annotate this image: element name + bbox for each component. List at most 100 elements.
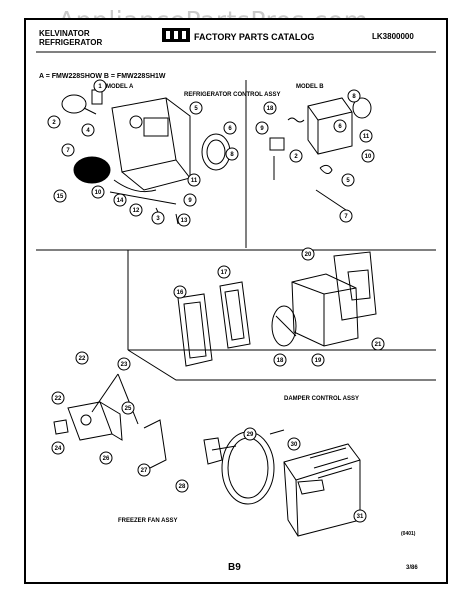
svg-text:26: 26: [103, 456, 110, 462]
callouts: 1 2 3 4 5 6 7 8 9 10 11 12 13 14 15 18 9…: [47, 79, 385, 523]
callout: 1: [93, 79, 107, 93]
callout: 6: [333, 119, 347, 133]
callout: 7: [61, 143, 75, 157]
callout: 11: [359, 129, 373, 143]
callout: 15: [53, 189, 67, 203]
svg-text:31: 31: [357, 514, 364, 520]
callout: 3: [151, 211, 165, 225]
callout: 29: [243, 427, 257, 441]
label-model-a: MODEL A: [106, 84, 134, 90]
callout: 16: [173, 285, 187, 299]
brand-line-2: REFRIGERATOR: [39, 38, 103, 47]
svg-text:27: 27: [141, 468, 148, 474]
model-a-assembly: [61, 89, 231, 225]
page-code: B9: [228, 562, 241, 573]
callout: 24: [51, 441, 65, 455]
label-model-b: MODEL B: [296, 84, 324, 90]
callout: 7: [339, 209, 353, 223]
svg-text:20: 20: [305, 252, 312, 258]
svg-text:8: 8: [230, 152, 234, 158]
svg-text:9: 9: [260, 126, 264, 132]
callout: 25: [121, 401, 135, 415]
svg-text:22: 22: [79, 356, 86, 362]
svg-text:16: 16: [177, 290, 184, 296]
svg-text:14: 14: [117, 198, 124, 204]
svg-text:21: 21: [375, 342, 382, 348]
callout: 18: [273, 353, 287, 367]
callout: 30: [287, 437, 301, 451]
svg-text:29: 29: [247, 432, 254, 438]
callout: 6: [223, 121, 237, 135]
diagram-frame: KELVINATOR REFRIGERATOR FACTORY PARTS CA…: [24, 18, 448, 584]
label-refrigerator-control: REFRIGERATOR CONTROL ASSY: [184, 92, 281, 98]
svg-text:22: 22: [55, 396, 62, 402]
svg-text:11: 11: [191, 178, 198, 184]
svg-text:2: 2: [52, 120, 56, 126]
callout: 20: [301, 247, 315, 261]
svg-text:23: 23: [121, 362, 128, 368]
callout: 18: [263, 101, 277, 115]
model-b-assembly: [269, 97, 372, 211]
svg-text:11: 11: [363, 134, 370, 140]
callout: 14: [113, 193, 127, 207]
callout: 10: [91, 185, 105, 199]
svg-text:18: 18: [277, 358, 284, 364]
svg-text:12: 12: [133, 208, 140, 214]
svg-text:5: 5: [194, 106, 198, 112]
svg-text:17: 17: [221, 270, 228, 276]
catalog-title: FACTORY PARTS CATALOG: [194, 32, 315, 42]
callout: 5: [189, 101, 203, 115]
exploded-parts-drawing: 1 2 3 4 5 6 7 8 9 10 11 12 13 14 15 18 9…: [36, 28, 436, 537]
svg-text:6: 6: [338, 124, 342, 130]
callout: 10: [361, 149, 375, 163]
footer-date: 3/86: [406, 565, 418, 571]
svg-text:10: 10: [365, 154, 372, 160]
svg-text:4: 4: [86, 128, 90, 134]
callout: 27: [137, 463, 151, 477]
damper-assembly: [177, 251, 377, 367]
svg-text:6: 6: [228, 126, 232, 132]
callout: 22: [51, 391, 65, 405]
svg-text:5: 5: [346, 178, 350, 184]
brand-logo: [162, 28, 190, 42]
svg-text:19: 19: [315, 358, 322, 364]
callout: 11: [187, 173, 201, 187]
callout: 13: [177, 213, 191, 227]
brand-line-1: KELVINATOR: [39, 29, 90, 38]
svg-text:18: 18: [267, 106, 274, 112]
svg-text:1: 1: [98, 84, 102, 90]
callout: 22: [75, 351, 89, 365]
callout: 31: [353, 509, 367, 523]
callout: 19: [311, 353, 325, 367]
callout: 23: [117, 357, 131, 371]
svg-text:8: 8: [352, 94, 356, 100]
label-damper-control: DAMPER CONTROL ASSY: [284, 396, 360, 402]
svg-text:10: 10: [95, 190, 102, 196]
callout: 12: [129, 203, 143, 217]
svg-text:3: 3: [156, 216, 160, 222]
callout: 8: [347, 89, 361, 103]
svg-text:7: 7: [66, 148, 70, 154]
callout: 2: [289, 149, 303, 163]
callout: 21: [371, 337, 385, 351]
callout: 26: [99, 451, 113, 465]
svg-text:9: 9: [188, 198, 192, 204]
svg-text:25: 25: [125, 406, 132, 412]
svg-text:24: 24: [55, 446, 62, 452]
svg-text:30: 30: [291, 442, 298, 448]
callout: 28: [175, 479, 189, 493]
svg-text:7: 7: [344, 214, 348, 220]
callout: 2: [47, 115, 61, 129]
models-line: A = FMW228SHOW B = FMW228SH1W: [39, 73, 166, 80]
doc-number: LK3800000: [372, 32, 414, 41]
svg-text:13: 13: [181, 218, 188, 224]
callout: 17: [217, 265, 231, 279]
callout: 9: [255, 121, 269, 135]
small-code: (0401): [401, 531, 416, 537]
svg-text:15: 15: [57, 194, 64, 200]
callout: 8: [225, 147, 239, 161]
callout: 5: [341, 173, 355, 187]
svg-text:2: 2: [294, 154, 298, 160]
callout: 9: [183, 193, 197, 207]
